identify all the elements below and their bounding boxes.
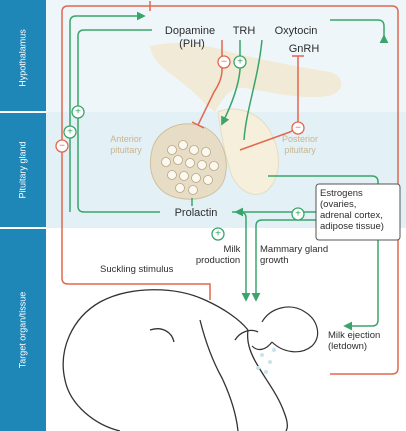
minus-sign-text: − [59,141,65,152]
oxytocin-label: Oxytocin [275,25,318,37]
plus-sign-text: + [215,229,221,240]
milk-production-label-2: production [196,255,240,266]
anterior-pituitary-label-2: pituitary [110,145,142,155]
milk-ejection-label-1: Milk ejection [328,330,380,341]
minus-sign-text: − [221,57,227,68]
plus-sign-text: + [75,107,81,118]
plus-sign-text: + [237,57,243,68]
milk-production-label-1: Milk [224,244,241,255]
gnrh-label: GnRH [289,43,320,55]
anterior-pituitary-label-1: Anterior [110,134,142,144]
estrogens-title: Estrogens [320,188,363,199]
plus-sign-text: + [67,127,73,138]
suckling-stimulus-label: Suckling stimulus [100,264,174,275]
estrogens-source-1: (ovaries, [320,199,356,210]
hypothalamus-label: Hypothalamus [17,29,27,87]
target-organ-label: Target organ/tissue [17,292,27,369]
plus-sign-text: + [295,209,301,220]
mammary-growth-label-1: Mammary gland [260,244,328,255]
posterior-pituitary-label-2: pituitary [284,145,316,155]
posterior-pituitary-label-1: Posterior [282,134,318,144]
estrogens-source-2: adrenal cortex, [320,210,383,221]
dopamine-label: Dopamine [165,25,215,37]
mammary-growth-label-2: growth [260,255,289,266]
minus-sign-text: − [295,123,301,134]
prolactin-label: Prolactin [175,207,218,219]
milk-ejection-label-2: (letdown) [328,341,367,352]
trh-label: TRH [233,25,256,37]
pituitary-gland-label: Pituitary gland [17,141,27,198]
estrogens-source-3: adipose tissue) [320,221,384,232]
pih-label: (PIH) [179,38,205,50]
